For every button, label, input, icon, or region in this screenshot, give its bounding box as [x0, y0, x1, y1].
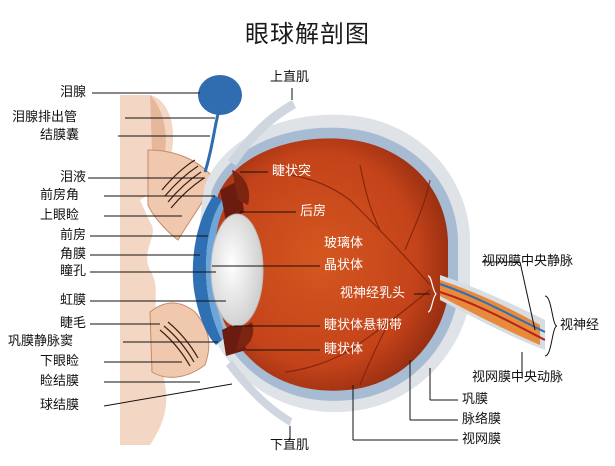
label-choroid: 脉络膜	[462, 412, 502, 427]
label-cornea: 角膜	[60, 247, 87, 262]
label-pupil: 瞳孔	[60, 264, 87, 279]
label-iris: 虹膜	[60, 293, 87, 308]
label-conjunctival-sac: 结膜囊	[40, 128, 80, 143]
superior-rectus	[228, 100, 296, 166]
lacrimal-duct	[203, 113, 220, 173]
label-ciliary-body: 睫状体	[324, 342, 364, 357]
label-central-retinal-artery: 视网膜中央动脉	[472, 370, 564, 385]
label-superior-rectus: 上直肌	[270, 70, 310, 85]
label-lower-eyelid: 下眼睑	[40, 354, 80, 369]
label-inferior-rectus: 下直肌	[270, 438, 310, 453]
optic-disc-brace	[427, 275, 437, 313]
label-posterior-chamber: 后房	[300, 204, 327, 219]
lens	[210, 213, 264, 327]
label-sclera: 巩膜	[462, 392, 489, 407]
label-zonular-fibers: 睫状体悬韧带	[324, 318, 403, 333]
label-central-retinal-vein: 视网膜中央静脉	[482, 254, 574, 269]
label-scleral-venous-sinus: 巩膜静脉窦	[8, 334, 74, 349]
label-tears: 泪液	[60, 170, 87, 185]
upper-eyelid	[147, 149, 216, 241]
label-palpebral-conjunctiva: 睑结膜	[40, 374, 80, 389]
label-anterior-chamber-angle: 前房角	[40, 188, 80, 203]
lacrimal-gland	[198, 75, 242, 115]
ciliary-upper	[232, 170, 250, 205]
label-lacrimal-gland: 泪腺	[60, 85, 87, 100]
anterior-chamber	[206, 200, 226, 340]
page-title: 眼球解剖图	[245, 20, 370, 48]
ciliary-lower	[236, 322, 254, 350]
label-lens: 晶状体	[324, 258, 364, 273]
label-optic-nerve: 视神经	[560, 318, 600, 333]
face-profile-shadow	[150, 95, 166, 165]
label-anterior-chamber: 前房	[60, 228, 87, 243]
lower-eyelid	[149, 302, 210, 378]
retinal-vessels	[284, 164, 431, 386]
eyeball-vitreous	[214, 138, 448, 391]
label-optic-disc: 视神经乳头	[340, 286, 406, 301]
leader-lines	[88, 88, 536, 441]
label-vitreous-body: 玻璃体	[324, 236, 364, 251]
optic-nerve-brace	[544, 295, 558, 357]
label-upper-eyelid: 上眼睑	[40, 208, 80, 223]
label-retina: 视网膜	[462, 432, 502, 447]
cornea	[192, 195, 222, 345]
inferior-rectus	[226, 360, 292, 426]
central-artery	[439, 291, 546, 341]
label-ciliary-process: 睫状突	[272, 164, 312, 179]
label-bulbar-conjunctiva: 球结膜	[40, 398, 80, 413]
label-eyelashes: 睫毛	[60, 316, 87, 331]
label-lacrimal-duct: 泪腺排出管	[12, 110, 78, 125]
